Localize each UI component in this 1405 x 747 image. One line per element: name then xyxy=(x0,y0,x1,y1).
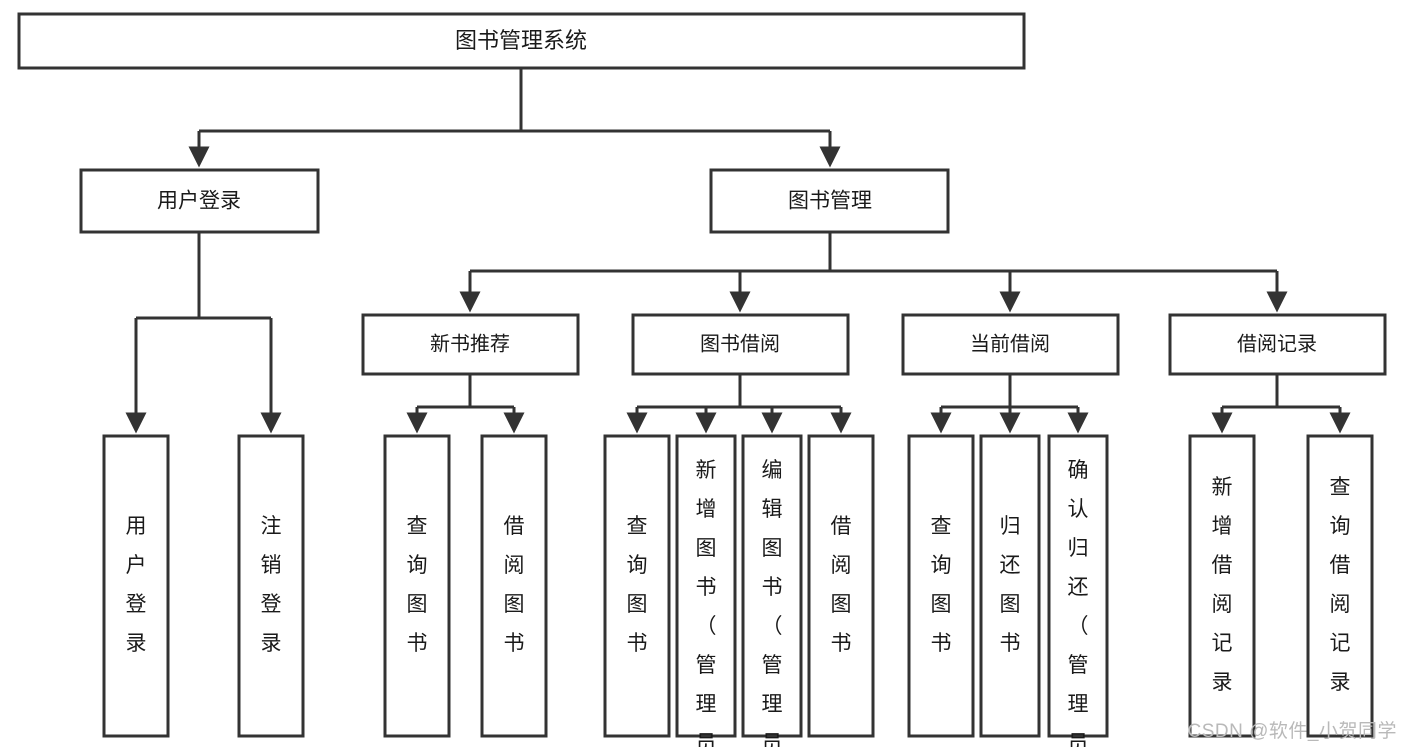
leaf-label-br-add-record: 新增借阅记录 xyxy=(1212,476,1233,694)
leaf-box-user-login[interactable] xyxy=(102,434,170,738)
leaf-node[interactable]: 借阅图书 xyxy=(480,434,548,738)
leaf-box-nb-query-book[interactable] xyxy=(383,434,451,738)
leaf-node[interactable]: 用户登录 xyxy=(102,434,170,738)
leaf-label-cb-return-book: 归还图书 xyxy=(1000,515,1021,655)
node-root-box[interactable] xyxy=(17,12,1026,70)
leaf-box-cb-return-book[interactable] xyxy=(979,434,1041,738)
node-book-management[interactable]: 图书管理 xyxy=(709,168,950,234)
leaf-box-br-add-record[interactable] xyxy=(1188,434,1256,738)
leaf-label-br-query-record: 查询借阅记录 xyxy=(1330,476,1351,694)
connector-layer xyxy=(125,68,1351,434)
node-borrow-record[interactable]: 借阅记录 xyxy=(1168,313,1387,376)
leaf-node[interactable]: 确认归还（管理员） xyxy=(1047,434,1109,747)
leaf-node[interactable]: 查询借阅记录 xyxy=(1306,434,1374,738)
leaf-box-bb-edit-book[interactable] xyxy=(741,434,803,738)
node-borrow-record-box[interactable] xyxy=(1168,313,1387,376)
leaf-node[interactable]: 查询图书 xyxy=(383,434,451,738)
node-current-borrow-box[interactable] xyxy=(901,313,1120,376)
leaf-label-nb-query-book: 查询图书 xyxy=(407,515,428,655)
node-root-book-management-system[interactable]: 图书管理系统 xyxy=(17,12,1026,70)
leaf-box-cb-query-book[interactable] xyxy=(907,434,975,738)
node-book-management-label: 图书管理 xyxy=(788,190,872,213)
leaf-node[interactable]: 查询图书 xyxy=(603,434,671,738)
node-current-borrow-label: 当前借阅 xyxy=(970,332,1050,355)
node-book-management-box[interactable] xyxy=(709,168,950,234)
leaf-label-bb-add-book: 新增图书（管理员） xyxy=(696,459,717,747)
node-book-borrow[interactable]: 图书借阅 xyxy=(631,313,850,376)
leaf-node[interactable]: 新增图书（管理员） xyxy=(675,434,737,747)
leaf-label-bb-edit-book: 编辑图书（管理员） xyxy=(762,459,783,747)
node-user-login-label: 用户登录 xyxy=(157,190,241,213)
node-new-book-recommend-box[interactable] xyxy=(361,313,580,376)
leaf-label-logout: 注销登录 xyxy=(261,515,282,655)
leaf-node[interactable]: 查询图书 xyxy=(907,434,975,738)
leaf-box-cb-confirm-return[interactable] xyxy=(1047,434,1109,738)
node-borrow-record-label: 借阅记录 xyxy=(1237,332,1317,355)
leaf-node[interactable]: 注销登录 xyxy=(237,434,305,738)
leaf-label-cb-confirm-return: 确认归还（管理员） xyxy=(1068,459,1089,747)
leaf-box-nb-borrow-book[interactable] xyxy=(480,434,548,738)
node-book-borrow-label: 图书借阅 xyxy=(700,332,780,355)
leaf-box-logout[interactable] xyxy=(237,434,305,738)
leaf-box-bb-add-book[interactable] xyxy=(675,434,737,738)
leaf-node[interactable]: 归还图书 xyxy=(979,434,1041,738)
leaf-box-br-query-record[interactable] xyxy=(1306,434,1374,738)
leaf-node[interactable]: 编辑图书（管理员） xyxy=(741,434,803,747)
leaf-node[interactable]: 新增借阅记录 xyxy=(1188,434,1256,738)
leaf-label-nb-borrow-book: 借阅图书 xyxy=(504,515,525,655)
leaf-box-bb-borrow-book[interactable] xyxy=(807,434,875,738)
leaf-label-user-login: 用户登录 xyxy=(126,515,147,655)
leaf-label-bb-query-book: 查询图书 xyxy=(627,515,648,655)
node-user-login[interactable]: 用户登录 xyxy=(79,168,320,234)
node-user-login-box[interactable] xyxy=(79,168,320,234)
leaf-box-bb-query-book[interactable] xyxy=(603,434,671,738)
node-root-label: 图书管理系统 xyxy=(455,28,587,53)
node-current-borrow[interactable]: 当前借阅 xyxy=(901,313,1120,376)
leaf-label-bb-borrow-book: 借阅图书 xyxy=(831,515,852,655)
node-new-book-recommend-label: 新书推荐 xyxy=(430,332,510,355)
node-new-book-recommend[interactable]: 新书推荐 xyxy=(361,313,580,376)
leaf-label-cb-query-book: 查询图书 xyxy=(931,515,952,655)
leaf-node[interactable]: 借阅图书 xyxy=(807,434,875,738)
node-book-borrow-box[interactable] xyxy=(631,313,850,376)
